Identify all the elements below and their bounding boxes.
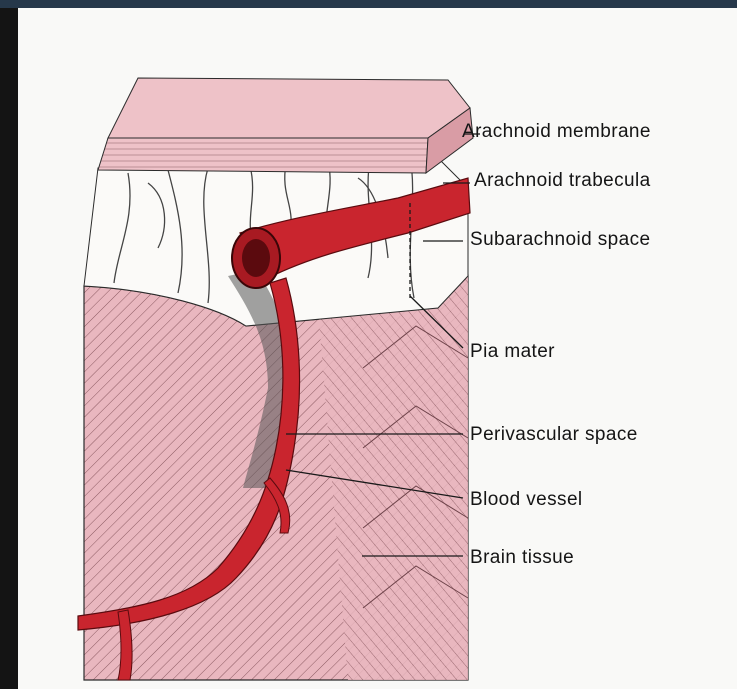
label-perivascular-space: Perivascular space <box>470 424 638 446</box>
window-left-border <box>0 8 18 689</box>
label-arachnoid-membrane: Arachnoid membrane <box>462 121 651 143</box>
label-brain-tissue: Brain tissue <box>470 547 574 569</box>
label-subarachnoid-space: Subarachnoid space <box>470 229 650 251</box>
label-arachnoid-trabecula: Arachnoid trabecula <box>474 170 651 192</box>
label-blood-vessel: Blood vessel <box>470 489 583 511</box>
diagram-canvas: Arachnoid membrane Arachnoid trabecula S… <box>18 8 737 689</box>
window-top-border <box>0 0 737 8</box>
arachnoid-membrane-slab <box>98 78 473 173</box>
meninges-illustration <box>18 8 737 689</box>
label-pia-mater: Pia mater <box>470 341 555 363</box>
